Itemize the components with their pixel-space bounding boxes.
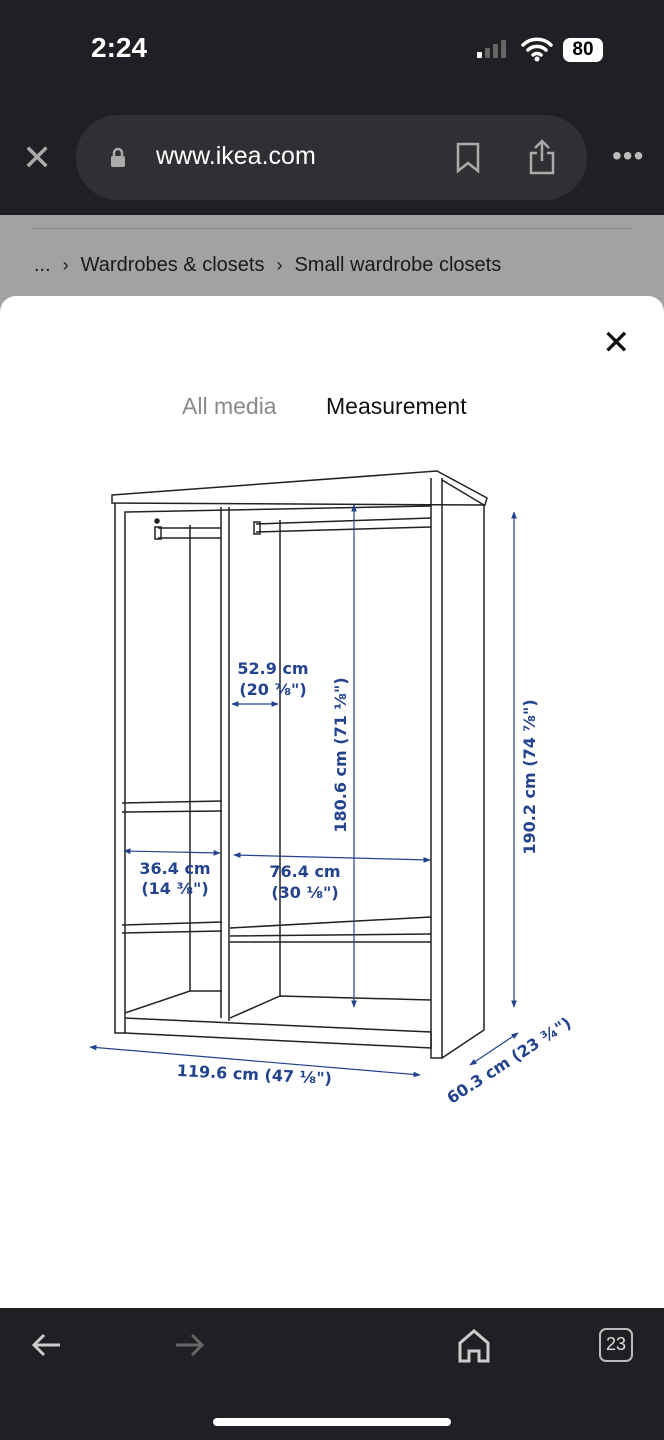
wardrobe-drawing: [111, 470, 488, 1059]
rail-width-cm: 52.9 cm: [237, 659, 308, 678]
close-tab-button[interactable]: ✕: [22, 137, 53, 178]
more-options-button[interactable]: •••: [612, 140, 645, 171]
chevron-right-icon: ›: [276, 255, 283, 275]
chevron-right-icon: ›: [62, 255, 69, 275]
media-modal: [0, 296, 664, 1308]
bookmark-icon[interactable]: [455, 142, 481, 174]
total-height-label: 190.2 cm (74 ⅞"): [520, 699, 539, 854]
divider: [33, 228, 631, 229]
signal-icon: [477, 40, 506, 58]
tab-all-media[interactable]: All media: [182, 393, 277, 419]
status-time: 2:24: [91, 32, 148, 63]
wifi-icon: [521, 37, 553, 62]
battery-indicator: 80: [563, 38, 603, 62]
home-icon[interactable]: [456, 1325, 492, 1365]
right-width-in: (30 ⅛"): [271, 883, 338, 902]
back-arrow-icon[interactable]: [30, 1325, 64, 1365]
address-bar[interactable]: [76, 115, 587, 200]
rail-width-in: (20 ⅞"): [239, 680, 306, 699]
inner-height-label: 180.6 cm (71 ⅛"): [331, 677, 350, 832]
left-width-in: (14 ⅜"): [141, 879, 208, 898]
breadcrumb: ... › Wardrobes & closets › Small wardro…: [34, 254, 501, 277]
url-text[interactable]: www.ikea.com: [156, 142, 316, 170]
breadcrumb-ellipsis[interactable]: ...: [34, 254, 51, 276]
right-width-cm: 76.4 cm: [269, 862, 340, 881]
close-modal-button[interactable]: ✕: [602, 324, 631, 362]
wardrobe-measurement-diagram: 52.9 cm (20 ⅞") 180.6 cm (71 ⅛") 190.2 c…: [89, 470, 575, 1108]
tab-measurement[interactable]: Measurement: [326, 393, 467, 419]
home-indicator[interactable]: [213, 1418, 451, 1426]
breadcrumb-small-wardrobes[interactable]: Small wardrobe closets: [294, 254, 502, 276]
forward-arrow-icon[interactable]: [172, 1325, 206, 1365]
dimension-lines: [89, 504, 519, 1078]
tabs-button[interactable]: 23: [599, 1328, 633, 1362]
depth-label: 60.3 cm (23 ¾"): [443, 1013, 574, 1107]
lock-icon: [111, 147, 125, 167]
left-width-cm: 36.4 cm: [139, 859, 210, 878]
share-icon[interactable]: [527, 138, 557, 176]
breadcrumb-wardrobes[interactable]: Wardrobes & closets: [80, 254, 265, 276]
